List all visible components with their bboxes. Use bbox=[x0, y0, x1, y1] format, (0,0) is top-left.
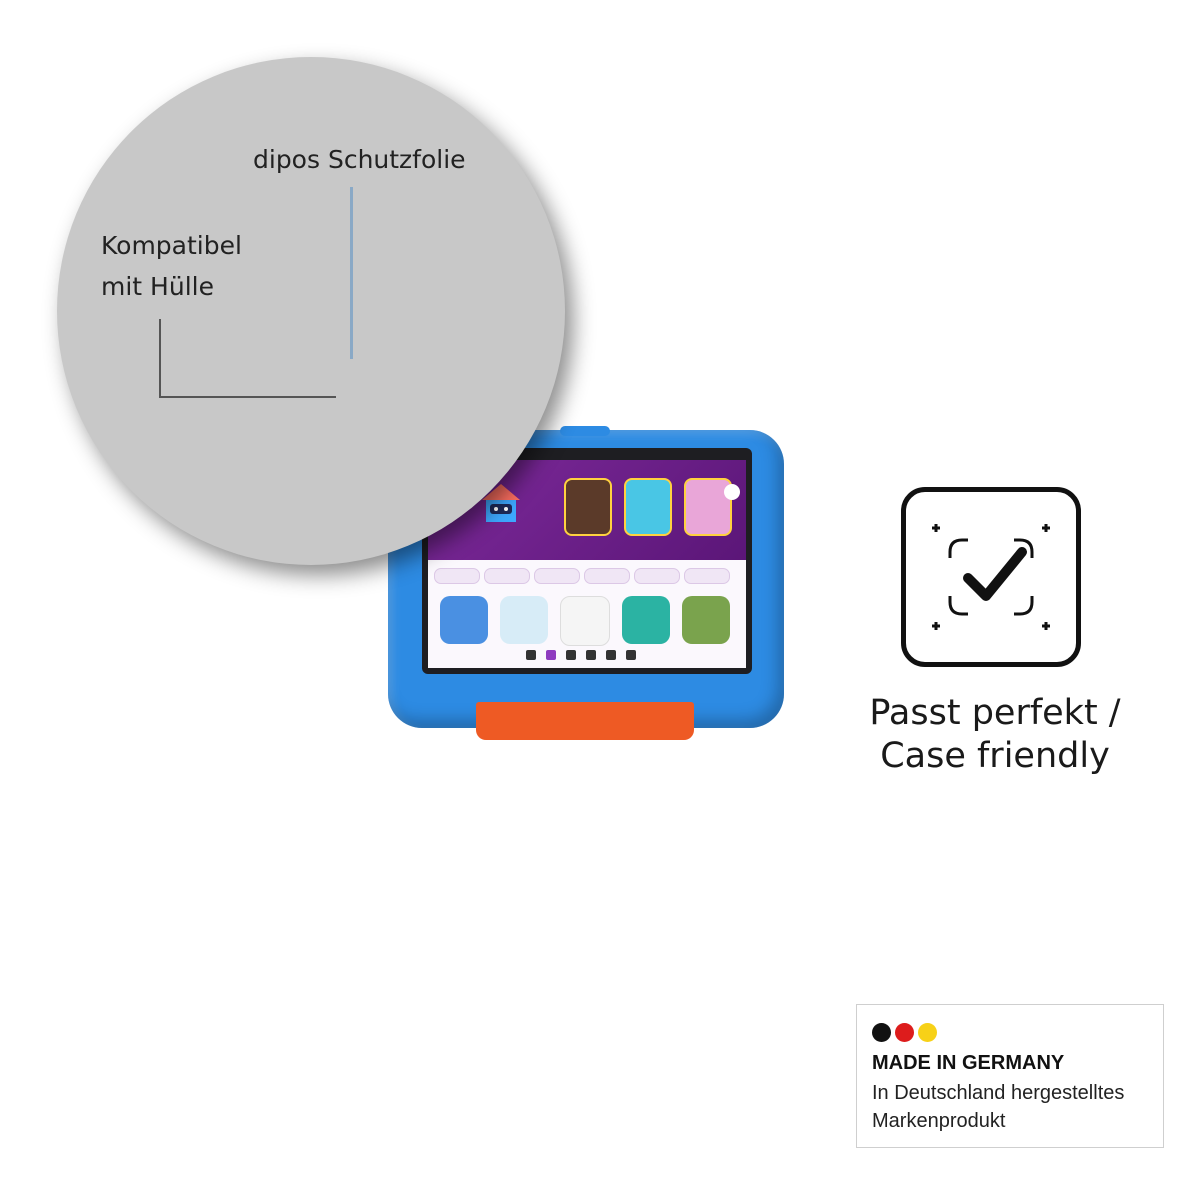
featured-app-tile bbox=[564, 478, 612, 536]
caption-line1: Passt perfekt / bbox=[869, 693, 1121, 733]
search-icon bbox=[724, 484, 740, 500]
app-tile bbox=[440, 596, 488, 644]
nav-icon bbox=[586, 650, 596, 660]
zoom-detail-circle: dipos Schutzfolie Kompatibel mit Hülle bbox=[57, 57, 565, 565]
screen-nav-bar bbox=[526, 650, 636, 660]
category-chip bbox=[484, 568, 530, 584]
category-chip bbox=[584, 568, 630, 584]
made-in-germany-badge: MADE IN GERMANY In Deutschland hergestel… bbox=[856, 1004, 1164, 1148]
made-in-title: MADE IN GERMANY bbox=[872, 1052, 1065, 1074]
callout-case-line1: Kompatibel bbox=[101, 231, 242, 260]
category-chips bbox=[434, 568, 730, 584]
callout-case-line2: mit Hülle bbox=[101, 272, 214, 301]
game-house-icon bbox=[482, 484, 520, 522]
callout-case-horizontal-line bbox=[159, 396, 336, 398]
nav-icon bbox=[626, 650, 636, 660]
flag-dot-black bbox=[872, 1023, 891, 1042]
nav-icon bbox=[566, 650, 576, 660]
nav-icon bbox=[526, 650, 536, 660]
caption-line2: Case friendly bbox=[880, 736, 1110, 776]
app-tile bbox=[500, 596, 548, 644]
callout-case-compatible: Kompatibel mit Hülle bbox=[101, 225, 242, 307]
app-tile bbox=[560, 596, 610, 646]
category-chip bbox=[684, 568, 730, 584]
callout-film-line bbox=[350, 187, 353, 359]
category-chip bbox=[534, 568, 580, 584]
app-tile bbox=[622, 596, 670, 644]
german-flag-dots bbox=[872, 1023, 937, 1042]
app-tile bbox=[682, 596, 730, 644]
bumper-top-tab bbox=[560, 426, 610, 436]
flag-dot-gold bbox=[918, 1023, 937, 1042]
case-friendly-caption: Passt perfekt / Case friendly bbox=[850, 692, 1140, 778]
made-in-subtitle-line1: In Deutschland hergestelltes bbox=[872, 1082, 1125, 1104]
nav-icon bbox=[546, 650, 556, 660]
callout-case-vertical-line bbox=[159, 319, 161, 398]
category-chip bbox=[634, 568, 680, 584]
check-frame-icon bbox=[901, 487, 1081, 667]
callout-screen-protector: dipos Schutzfolie bbox=[253, 145, 466, 174]
made-in-subtitle: In Deutschland hergestelltes Markenprodu… bbox=[872, 1079, 1162, 1135]
category-chip bbox=[434, 568, 480, 584]
featured-app-tile bbox=[624, 478, 672, 536]
made-in-subtitle-line2: Markenprodukt bbox=[872, 1110, 1006, 1132]
nav-icon bbox=[606, 650, 616, 660]
flag-dot-red bbox=[895, 1023, 914, 1042]
case-handle bbox=[476, 702, 694, 740]
app-row bbox=[440, 596, 730, 646]
